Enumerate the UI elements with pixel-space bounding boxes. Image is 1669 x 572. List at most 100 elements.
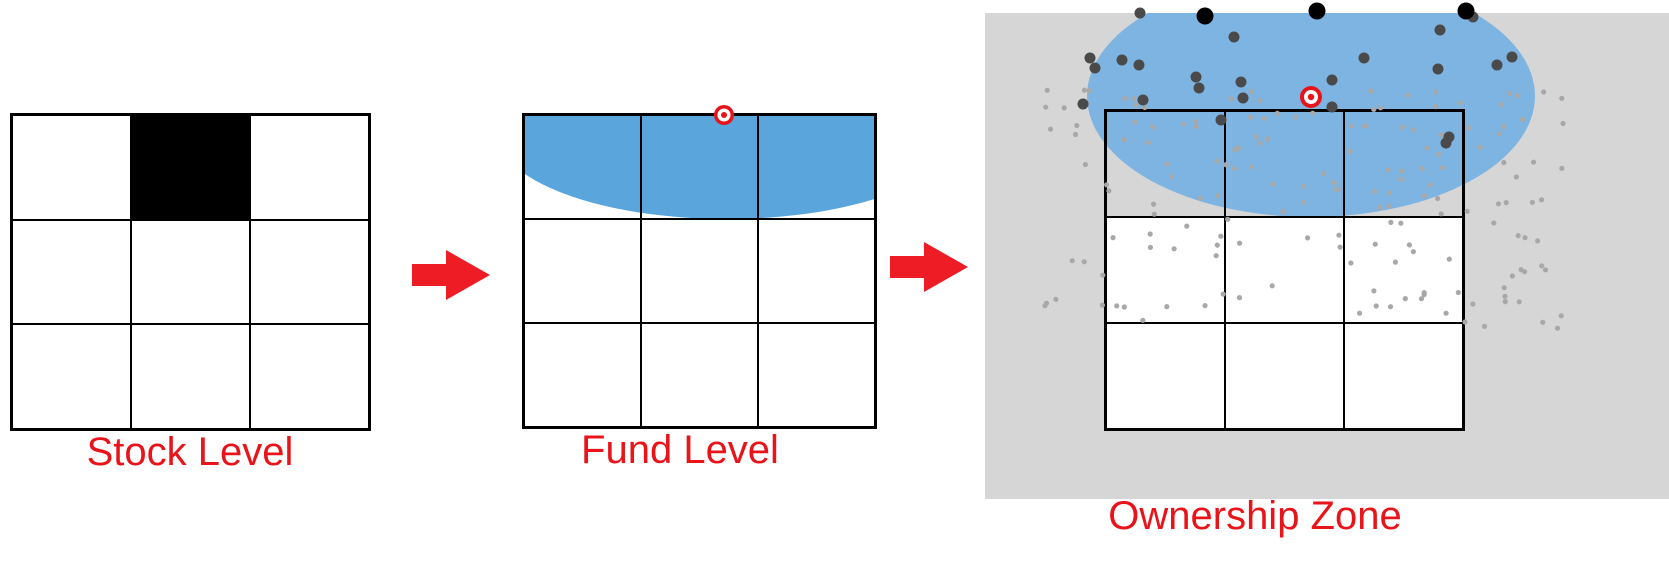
holding-dot-light <box>1121 304 1127 310</box>
holding-dot-light <box>1184 223 1190 229</box>
holding-dot-light <box>1377 204 1383 211</box>
holding-dot-light <box>1280 209 1286 215</box>
holding-dot-light <box>1180 121 1187 127</box>
holding-dot-light <box>1421 193 1427 199</box>
holding-dot-light <box>1559 165 1565 171</box>
holding-dot-light <box>1131 96 1137 102</box>
holding-dot-light <box>1515 92 1521 99</box>
holding-dot-light <box>1202 303 1208 309</box>
holding-dot-light <box>1515 233 1521 239</box>
holding-dot-light <box>1168 174 1175 180</box>
holding-dot-light <box>1357 310 1363 316</box>
holding-dot-light <box>1218 233 1224 239</box>
holding-dot-light <box>1424 145 1430 151</box>
holding-dot-dark <box>1134 7 1146 19</box>
holding-dot-light <box>1061 105 1067 111</box>
holding-dot-light <box>1310 110 1316 116</box>
holding-dot-light <box>1044 87 1050 93</box>
fund-level-grid <box>522 113 877 429</box>
holding-dot-light <box>1509 273 1515 279</box>
holding-dot-light <box>1418 296 1425 302</box>
holding-dot-light <box>1438 132 1444 138</box>
holding-dot-light <box>1539 197 1545 203</box>
holding-dot-light <box>1270 181 1276 187</box>
holding-dot-light <box>1140 317 1146 323</box>
holding-dot-light <box>1516 299 1522 305</box>
holding-dot-light <box>1099 302 1105 308</box>
stock-level-caption: Stock Level <box>86 430 294 474</box>
holding-dot-light <box>1072 131 1079 138</box>
holding-dot-light <box>1164 161 1170 167</box>
holding-dot-light <box>1214 158 1220 164</box>
holding-dot-light <box>1501 159 1507 166</box>
holding-dot-light <box>1398 176 1404 182</box>
holding-dot-light <box>1082 161 1088 168</box>
holding-dot-light <box>1334 186 1340 192</box>
holding-dot-light <box>1348 123 1354 129</box>
holding-dot-dark <box>1491 59 1503 71</box>
fund-zone-ellipse <box>522 113 877 219</box>
holding-dot-light <box>1257 98 1263 104</box>
holding-dot-light <box>1477 144 1483 150</box>
holding-dot-light <box>1438 211 1444 217</box>
holding-dot-light <box>1432 89 1439 95</box>
holding-dot-light <box>1069 258 1075 264</box>
holding-dot-light <box>1081 259 1087 265</box>
ownership-cell <box>1225 217 1344 323</box>
holding-dot-light <box>1331 180 1337 186</box>
holding-dot-light <box>1388 219 1394 225</box>
holding-dot-light <box>1237 240 1243 246</box>
fund-cell <box>641 115 758 219</box>
holding-dot-light <box>1086 88 1092 94</box>
holding-dot-dark <box>1084 52 1096 64</box>
holding-dot-light <box>1398 220 1404 226</box>
fund-cell <box>524 323 641 427</box>
holding-dot-light <box>1443 310 1449 316</box>
holding-dot-light <box>1399 124 1406 130</box>
holding-dot-black <box>1308 2 1326 20</box>
holding-dot-light <box>1522 235 1528 241</box>
holding-dot-light <box>1336 232 1342 238</box>
holding-dot-light <box>1249 89 1255 95</box>
holding-dot-dark <box>1228 31 1240 43</box>
holding-dot-light <box>1406 242 1412 248</box>
holding-dot-dark <box>1434 24 1446 36</box>
holding-dot-light <box>1074 122 1080 129</box>
ownership-cell <box>1344 111 1463 217</box>
holding-dot-light <box>1542 267 1549 273</box>
holding-dot-light <box>1106 188 1112 194</box>
holding-dot-light <box>1043 300 1050 306</box>
holding-dot-light <box>1248 164 1254 170</box>
holding-dot-light <box>1433 104 1439 110</box>
holding-dot-light <box>1410 127 1416 133</box>
holding-dot-light <box>1225 216 1231 222</box>
stock-cell-r0c0 <box>12 115 131 220</box>
right-arrow-icon <box>412 250 490 300</box>
holding-dot-light <box>1427 182 1433 188</box>
stock-cell-r1c1 <box>131 219 250 325</box>
holding-dot-light <box>1392 259 1398 265</box>
holding-dot-light <box>1385 167 1391 173</box>
holding-dot-dark <box>1432 63 1444 75</box>
holding-dot-light <box>1558 313 1564 319</box>
holding-dot-light <box>1402 296 1408 302</box>
holding-dot-light <box>1121 137 1127 143</box>
holding-dot-light <box>1387 190 1393 196</box>
holding-dot-light <box>1455 289 1461 296</box>
holding-dot-light <box>1104 182 1110 188</box>
holding-dot-light <box>1405 92 1411 98</box>
holding-dot-dark <box>1235 76 1247 88</box>
holding-dot-dark <box>1133 59 1145 71</box>
holding-dot-dark <box>1237 92 1249 104</box>
holding-dot-light <box>1231 166 1238 172</box>
holding-dot-light <box>1043 104 1049 110</box>
holding-dot-light <box>1513 174 1519 180</box>
holding-dot-dark <box>1443 131 1455 143</box>
holding-dot-light <box>1265 136 1271 142</box>
holding-dot-light <box>1147 244 1153 250</box>
holding-dot-light <box>1518 267 1524 273</box>
holding-dot-dark <box>1215 114 1227 126</box>
holding-dot-light <box>1305 235 1311 241</box>
holding-dot-light <box>1481 323 1488 329</box>
right-arrow-icon <box>890 242 968 292</box>
